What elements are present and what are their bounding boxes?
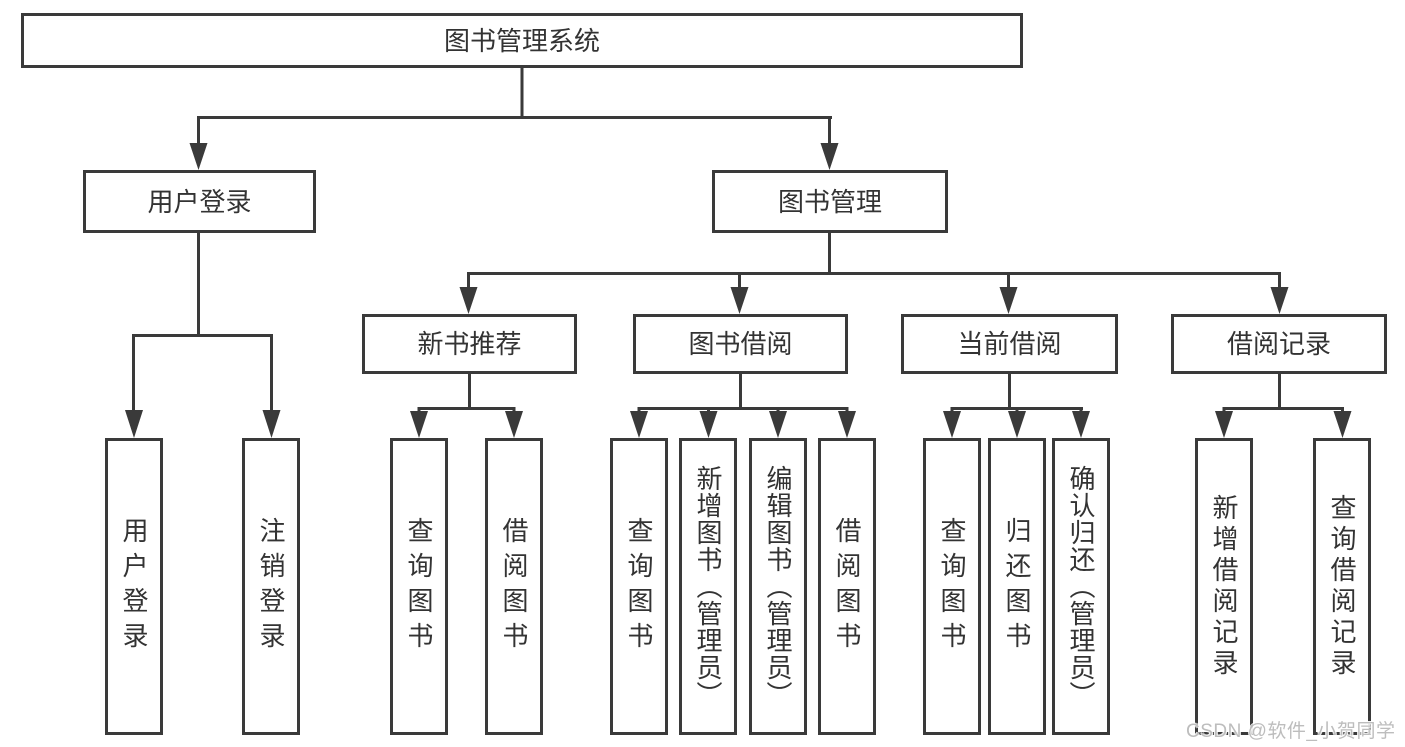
leaf-user-login: 用户登录 <box>105 438 163 735</box>
leaf-label: 归还图书 <box>1002 516 1032 657</box>
leaf-label: 确认归还（管理员） <box>1066 465 1096 708</box>
node-new-book-recommend: 新书推荐 <box>362 314 577 374</box>
leaf-label: 借阅图书 <box>499 516 529 657</box>
leaf-label: 查询图书 <box>624 516 654 657</box>
leaf-logout: 注销登录 <box>242 438 300 735</box>
node-book-borrowing: 图书借阅 <box>633 314 848 374</box>
leaf-confirm-return-admin: 确认归还（管理员） <box>1052 438 1110 735</box>
leaf-add-book-admin: 新增图书（管理员） <box>679 438 737 735</box>
leaf-label: 借阅图书 <box>832 516 862 657</box>
node-user-login: 用户登录 <box>83 170 316 233</box>
leaf-label: 新增借阅记录 <box>1209 493 1239 680</box>
leaf-query-books-borrowing: 查询图书 <box>610 438 668 735</box>
leaf-borrow-books-borrowing: 借阅图书 <box>818 438 876 735</box>
node-root: 图书管理系统 <box>21 13 1023 68</box>
leaf-label: 查询图书 <box>404 516 434 657</box>
leaf-query-borrow-record: 查询借阅记录 <box>1313 438 1371 735</box>
leaf-query-books-recommend: 查询图书 <box>390 438 448 735</box>
leaf-label: 新增图书（管理员） <box>693 465 723 708</box>
leaf-label: 注销登录 <box>256 516 286 657</box>
leaf-label: 编辑图书（管理员） <box>763 465 793 708</box>
node-borrowing-records: 借阅记录 <box>1171 314 1387 374</box>
leaf-query-books-current: 查询图书 <box>923 438 981 735</box>
leaf-label: 查询图书 <box>937 516 967 657</box>
leaf-add-borrow-record: 新增借阅记录 <box>1195 438 1253 735</box>
leaf-return-book: 归还图书 <box>988 438 1046 735</box>
leaf-label: 用户登录 <box>119 516 149 657</box>
leaf-edit-book-admin: 编辑图书（管理员） <box>749 438 807 735</box>
csdn-watermark: CSDN @软件_小贺同学 <box>1186 721 1396 742</box>
node-book-management: 图书管理 <box>712 170 948 233</box>
leaf-borrow-books-recommend: 借阅图书 <box>485 438 543 735</box>
node-current-borrowing: 当前借阅 <box>901 314 1118 374</box>
leaf-label: 查询借阅记录 <box>1327 493 1357 680</box>
